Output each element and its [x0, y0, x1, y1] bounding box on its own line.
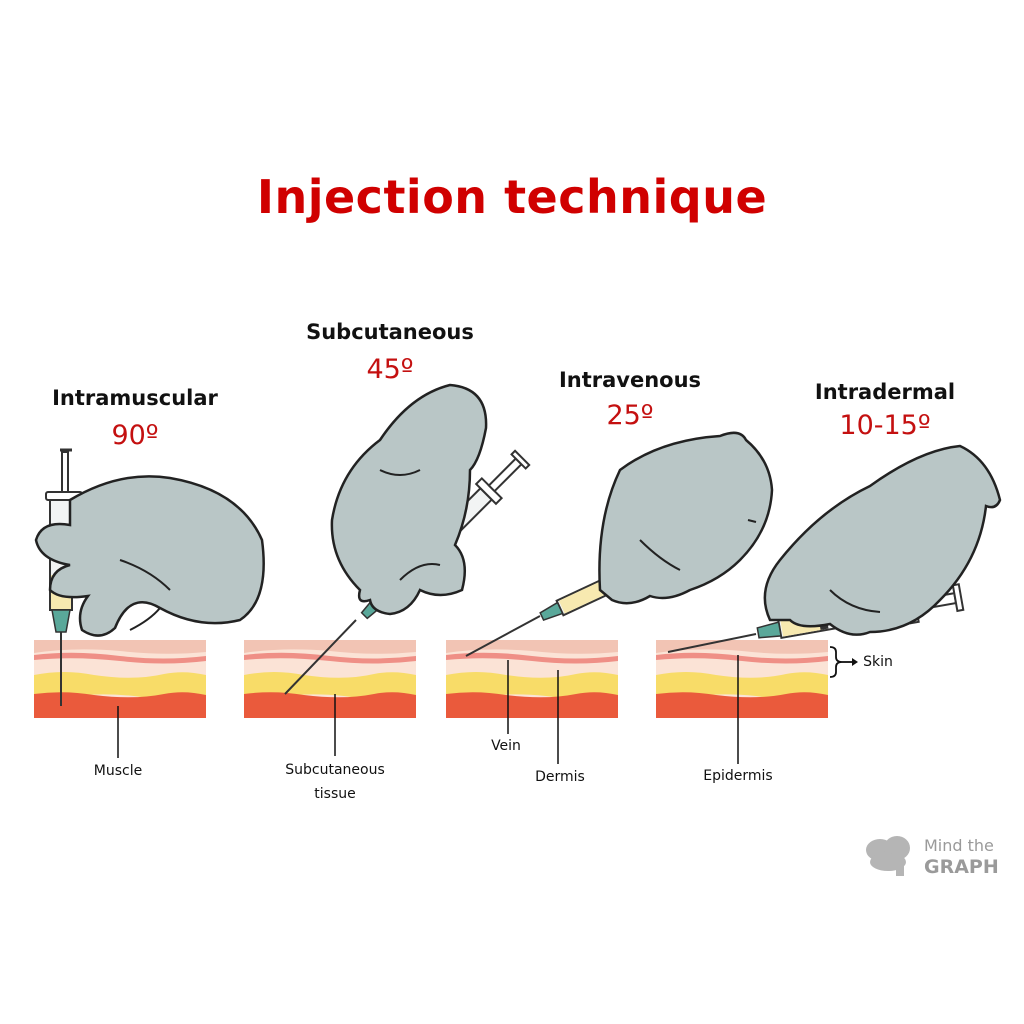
brain-icon — [866, 836, 910, 876]
glove-hand-intramuscular — [34, 475, 265, 637]
glove-hand-intradermal — [763, 444, 1002, 636]
label-vein: Vein — [491, 738, 521, 754]
label-dermis: Dermis — [535, 769, 585, 785]
technique-angle-intravenous: 25º — [606, 400, 654, 431]
skin-block-subcutaneous — [244, 640, 416, 718]
label-epidermis: Epidermis — [703, 768, 773, 784]
skin-block-intravenous — [446, 640, 618, 718]
skin-block-intramuscular — [34, 640, 206, 718]
technique-angle-intradermal: 10-15º — [839, 410, 931, 441]
technique-name-subcutaneous: Subcutaneous — [306, 320, 474, 344]
label-skin: Skin — [863, 654, 893, 670]
technique-angle-intramuscular: 90º — [111, 420, 159, 451]
glove-hand-subcutaneous — [330, 383, 488, 616]
label-subcutaneous-tissue-line1: Subcutaneous — [285, 762, 385, 778]
glove-hand-intravenous — [598, 431, 774, 605]
technique-name-intramuscular: Intramuscular — [52, 386, 218, 410]
skin-arrowhead — [852, 658, 858, 666]
label-subcutaneous-tissue-line2: tissue — [314, 786, 356, 802]
skin-bracket — [829, 646, 843, 678]
logo-text-line2: GRAPH — [924, 856, 999, 878]
logo-text-line1: Mind the — [924, 836, 994, 855]
technique-name-intravenous: Intravenous — [558, 368, 702, 392]
skin-block-intradermal — [656, 640, 828, 718]
technique-angle-subcutaneous: 45º — [366, 354, 414, 385]
label-muscle: Muscle — [93, 763, 143, 779]
technique-name-intradermal: Intradermal — [814, 380, 956, 404]
page-title: Injection technique — [256, 170, 768, 224]
